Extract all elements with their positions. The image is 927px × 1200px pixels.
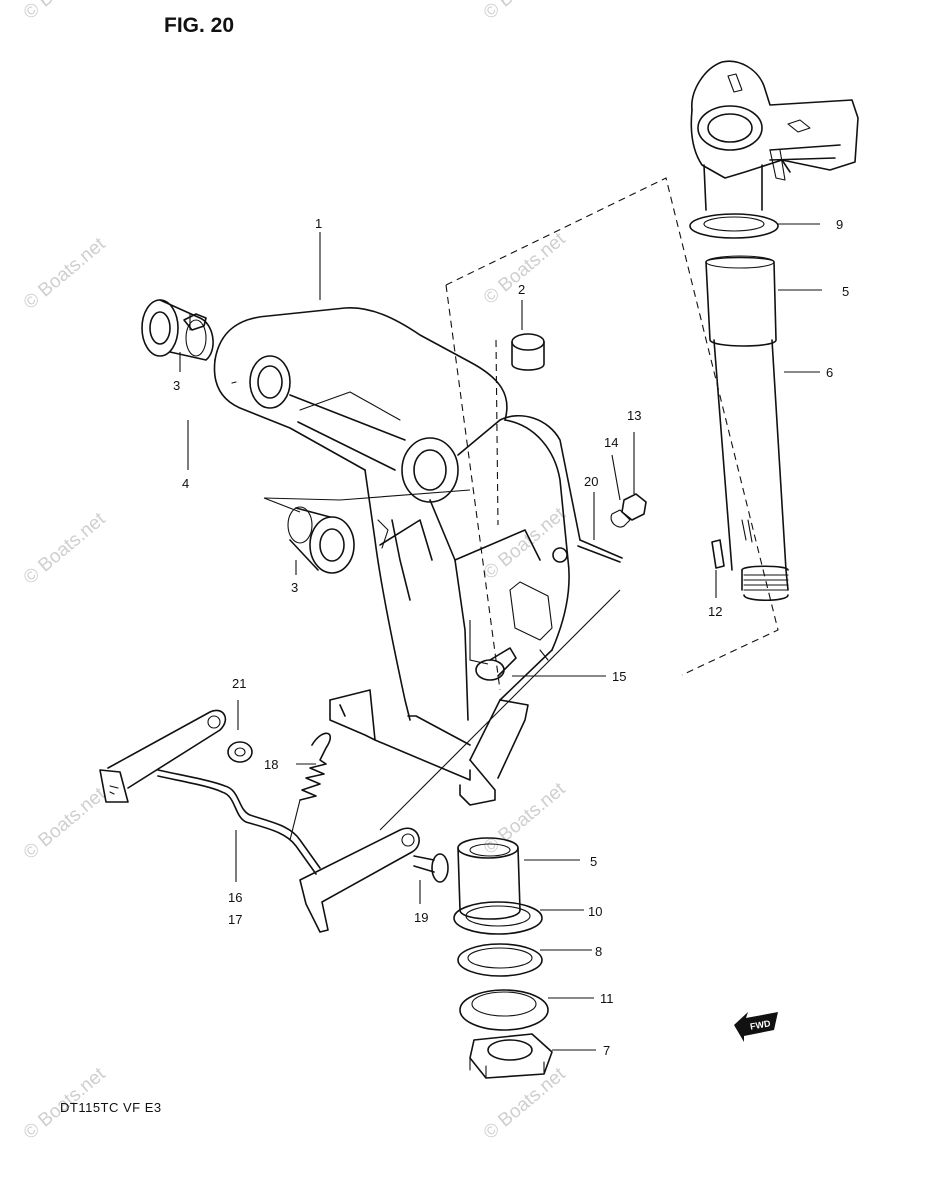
watermark: © Boats.net xyxy=(480,0,570,24)
callout-8: 8 xyxy=(595,944,602,959)
forward-direction-arrow: FWD xyxy=(734,1012,778,1042)
callout-5: 5 xyxy=(842,284,849,299)
callout-16: 16 xyxy=(228,890,242,905)
callout-labels: 1 2 3 3 4 5 5 6 7 8 9 10 11 12 13 14 15 … xyxy=(173,216,849,1058)
figure-title: FIG. 20 xyxy=(164,14,234,37)
collar-bushing xyxy=(511,333,545,371)
trim-linkage xyxy=(99,709,449,933)
callout-5: 5 xyxy=(590,854,597,869)
bolt-nut-washer xyxy=(577,493,647,563)
watermark: © Boats.net xyxy=(480,778,570,859)
leader-lines xyxy=(179,223,822,1051)
callout-9: 9 xyxy=(836,217,843,232)
callout-12: 12 xyxy=(708,604,722,619)
watermark: © Boats.net xyxy=(20,0,110,24)
callout-2: 2 xyxy=(518,282,525,297)
watermark: © Boats.net xyxy=(20,508,110,589)
watermark-layer: © Boats.net © Boats.net © Boats.net © Bo… xyxy=(20,0,570,1144)
callout-18: 18 xyxy=(264,757,278,772)
callout-19: 19 xyxy=(414,910,428,925)
lower-bushing-stack xyxy=(453,837,553,1079)
callout-21: 21 xyxy=(232,676,246,691)
watermark: © Boats.net xyxy=(20,783,110,864)
callout-11: 11 xyxy=(600,991,614,1006)
model-code: DT115TC VF E3 xyxy=(60,1100,162,1115)
swivel-bracket xyxy=(213,307,581,806)
callout-7: 7 xyxy=(603,1043,610,1058)
bushing-bottom xyxy=(287,506,355,574)
callout-13: 13 xyxy=(627,408,641,423)
steering-shaft xyxy=(689,60,859,602)
callout-3: 3 xyxy=(173,378,180,393)
callout-14: 14 xyxy=(604,435,618,450)
fwd-label: FWD xyxy=(749,1018,771,1031)
callout-4: 4 xyxy=(182,476,189,491)
bushing-top xyxy=(141,299,214,361)
callout-10: 10 xyxy=(588,904,602,919)
callout-6: 6 xyxy=(826,365,833,380)
callout-17: 17 xyxy=(228,912,242,927)
bolt-15 xyxy=(475,647,517,681)
callout-15: 15 xyxy=(612,669,626,684)
pin xyxy=(711,539,725,569)
watermark: © Boats.net xyxy=(20,233,110,314)
callout-20: 20 xyxy=(584,474,598,489)
callout-1: 1 xyxy=(315,216,322,231)
assembly-outline xyxy=(445,177,779,691)
grease-nipple xyxy=(183,313,207,331)
callout-3: 3 xyxy=(291,580,298,595)
